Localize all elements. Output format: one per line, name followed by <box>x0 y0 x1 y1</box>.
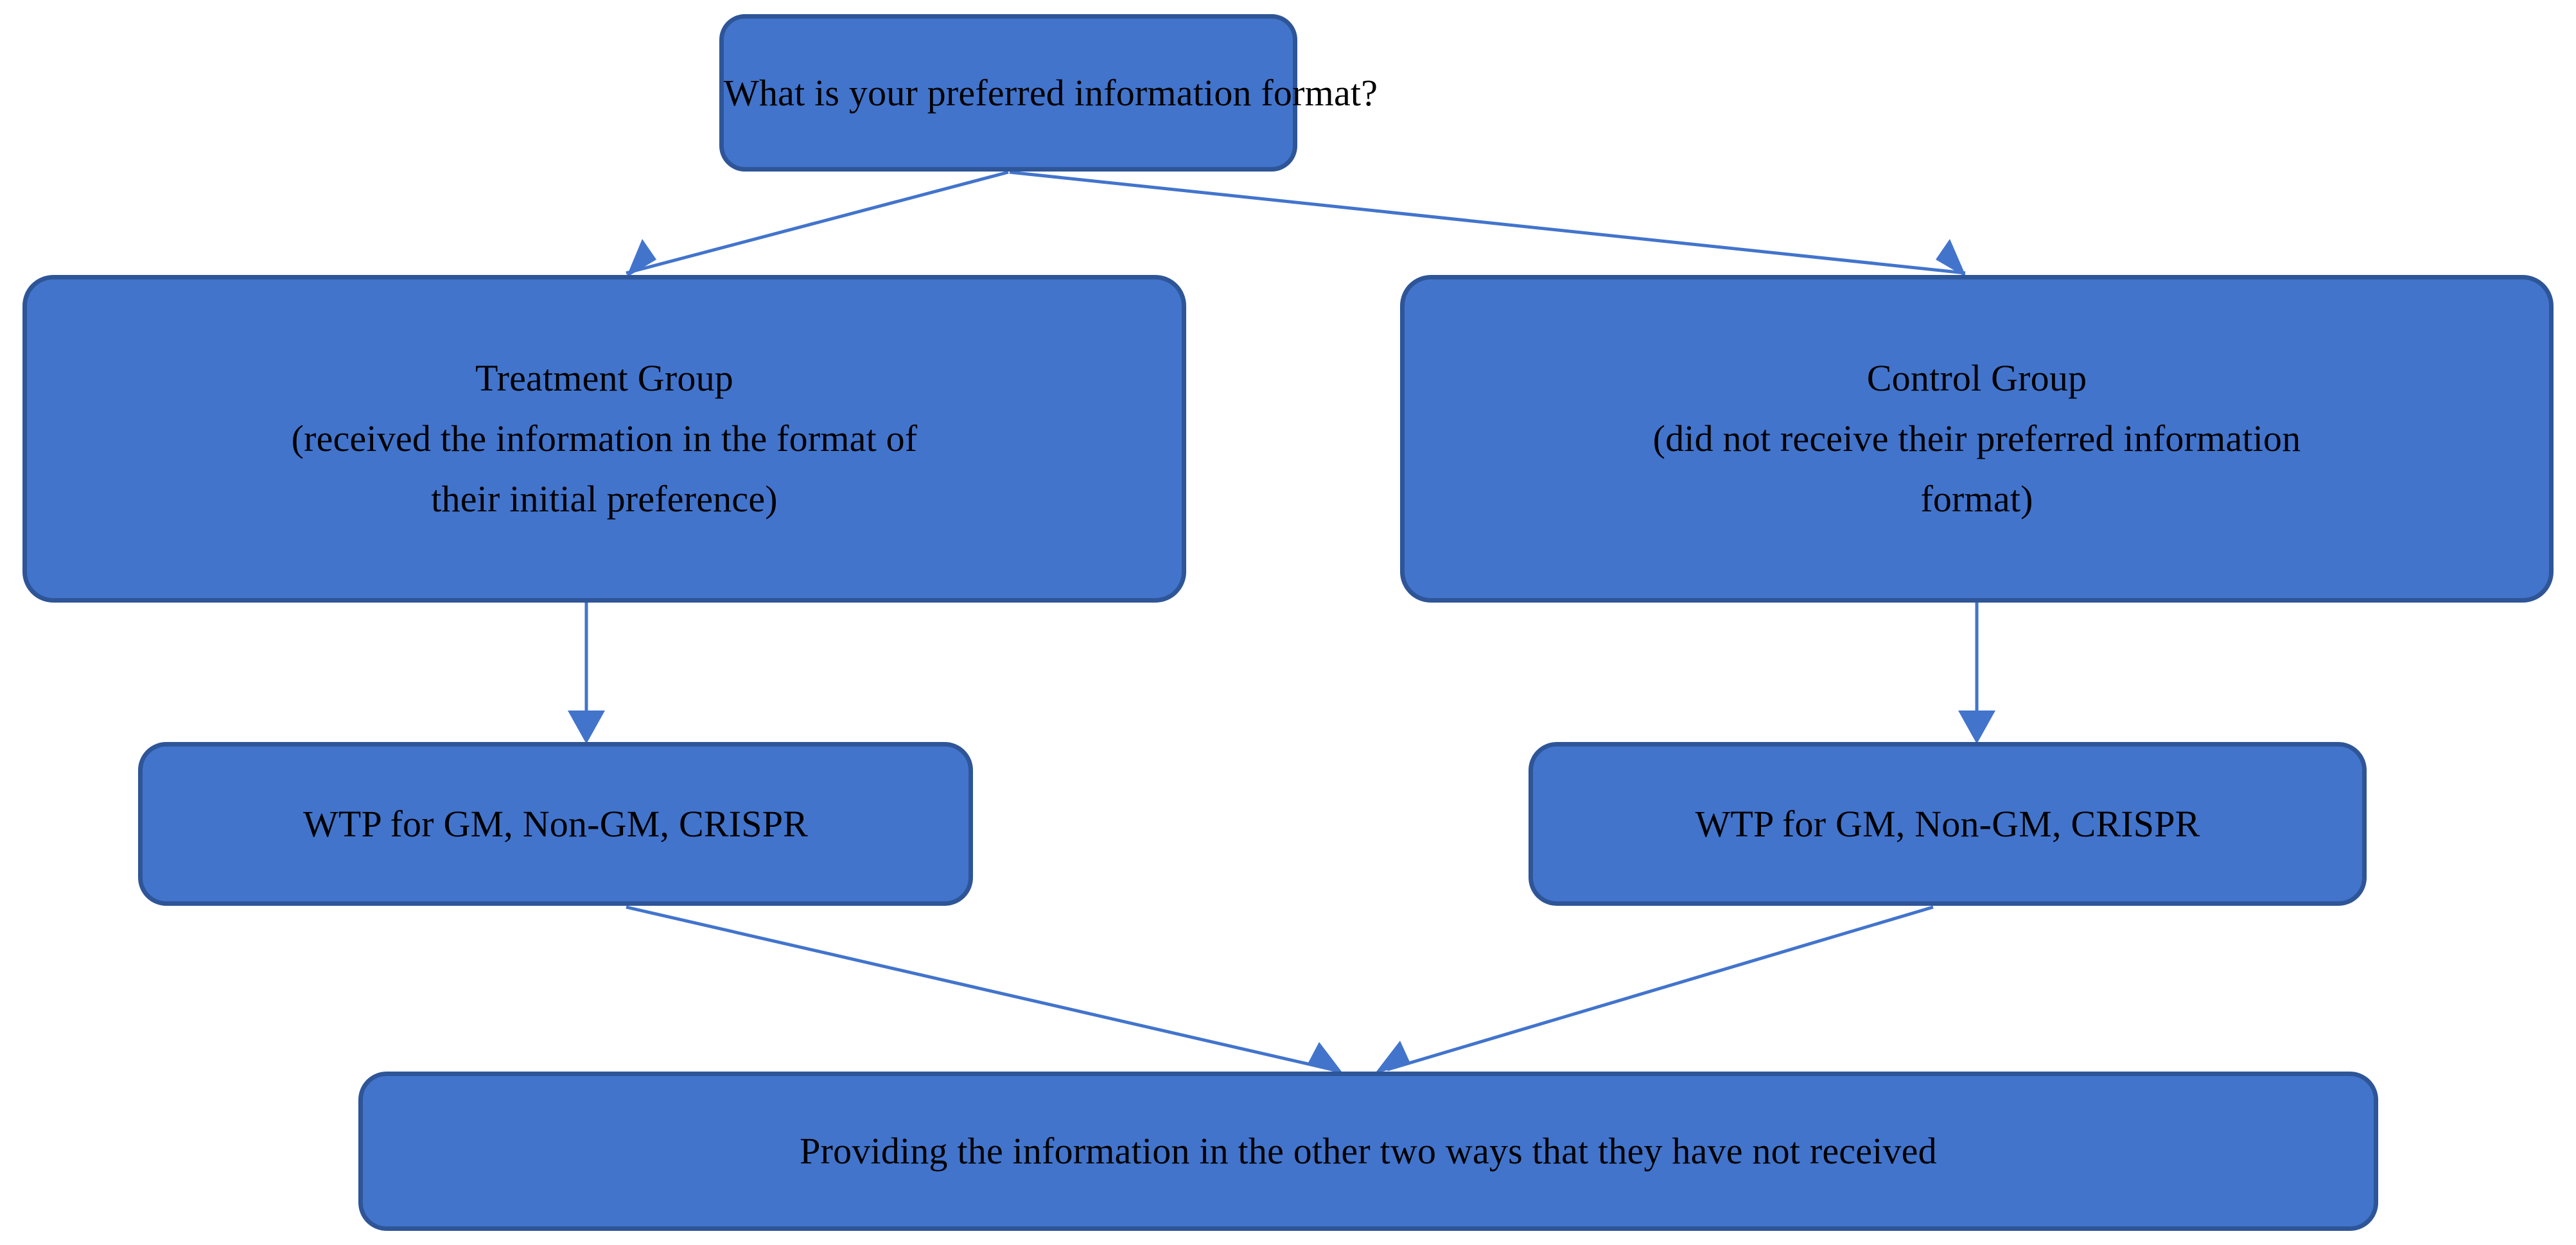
node-wtp-control-line-1: WTP for GM, Non-GM, CRISPR <box>1695 802 2200 845</box>
node-question-line-1: What is your preferred information forma… <box>724 71 1378 114</box>
edge-wtp-left-to-final <box>626 905 1344 1074</box>
edge-wtp-right-to-final <box>1374 905 1934 1074</box>
node-treatment-line-2: (received the information in the format … <box>291 418 918 460</box>
node-final-outcome-line-1: Providing the information in the other t… <box>800 1130 1937 1172</box>
node-wtp-treatment[interactable]: WTP for GM, Non-GM, CRISPR <box>138 742 973 906</box>
edge-question-to-control <box>1009 170 1967 278</box>
node-treatment-line-1: Treatment Group <box>475 357 733 400</box>
node-control-line-2: (did not receive their preferred informa… <box>1652 418 2301 460</box>
node-final-outcome[interactable]: Providing the information in the other t… <box>358 1072 2378 1231</box>
node-control-line-3: format) <box>1920 477 2033 520</box>
node-treatment-line-3: their initial preference) <box>431 477 778 520</box>
node-wtp-treatment-line-1: WTP for GM, Non-GM, CRISPR <box>302 802 809 845</box>
edge-control-to-wtp-right <box>1958 603 1995 744</box>
node-control-group[interactable]: Control Group (did not receive their pre… <box>1400 275 2554 603</box>
edge-treatment-to-wtp-left <box>568 603 605 744</box>
node-control-line-1: Control Group <box>1866 357 2087 400</box>
node-question[interactable]: What is your preferred information forma… <box>719 14 1378 172</box>
node-treatment-group[interactable]: Treatment Group (received the informatio… <box>22 275 1186 603</box>
edge-question-to-treatment <box>626 170 1009 278</box>
node-wtp-control[interactable]: WTP for GM, Non-GM, CRISPR <box>1529 742 2367 906</box>
